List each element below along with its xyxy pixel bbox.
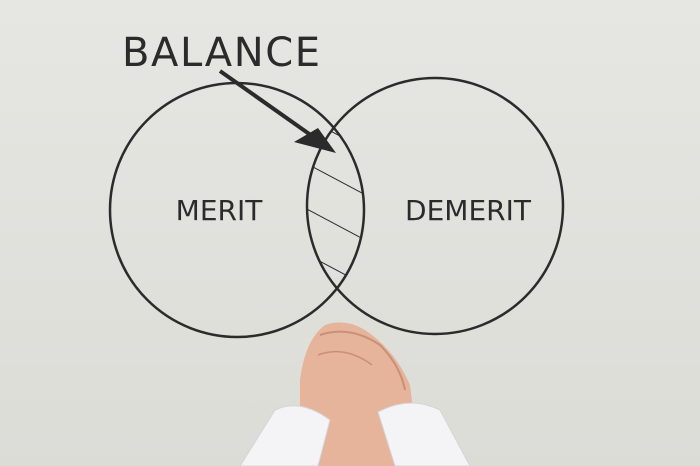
demerit-label: DEMERIT [405,194,532,227]
clasped-hands [239,322,471,466]
demerit-circle [305,76,565,336]
arrow-icon [218,69,336,153]
merit-label: MERIT [176,194,264,227]
balance-title: BALANCE [122,30,320,76]
